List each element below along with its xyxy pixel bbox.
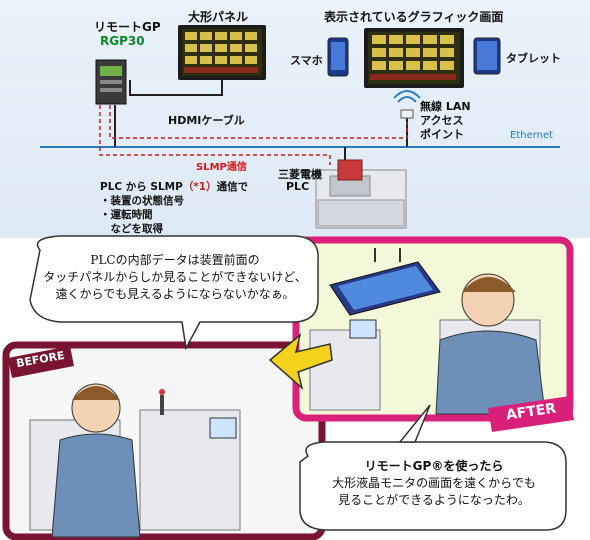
after-bubble-tail: [398, 404, 431, 443]
plc-info-line1: PLC から SLMP（*1）通信で: [100, 180, 248, 194]
displayed-screen-monitor: [364, 28, 464, 88]
plc-label-2: PLC: [286, 180, 310, 193]
before-bubble-text: PLCの内部データは装置前面の タッチパネルからしか見ることができないけど、 遠…: [40, 252, 310, 303]
after-bubble-line3: 見ることができるようになったわ。: [338, 493, 530, 507]
plc-info-item3: などを取得: [100, 223, 163, 235]
plc-info-item2: ・運転時間: [100, 209, 153, 221]
before-after-arrow: [268, 332, 333, 391]
wlan-access-point: [393, 90, 421, 119]
big-panel-monitor: [178, 25, 266, 80]
smartphone-label: スマホ: [290, 54, 323, 67]
hdmi-cable: [129, 75, 223, 96]
after-bubble-line1: リモートGP®を使ったら: [364, 459, 504, 473]
slmp-path: [99, 105, 331, 165]
plc-info-item1: ・装置の状態信号: [100, 195, 184, 207]
tablet-device: [473, 37, 501, 75]
wlan-label-2: アクセス: [420, 114, 464, 127]
remote-gp-device: [95, 59, 127, 105]
before-person: [51, 383, 141, 538]
plc-cabinet: [315, 159, 407, 229]
wlan-label-3: ポイント: [420, 128, 464, 141]
plc-info-suffix: 通信で: [216, 181, 249, 193]
plc-label-1: 三菱電機: [278, 168, 322, 181]
after-tag: [488, 396, 574, 432]
tablet-label: タブレット: [506, 52, 561, 65]
plc-info-note: （*1）: [182, 181, 217, 193]
wlan-label-1: 無線 LAN: [420, 100, 471, 113]
slmp-label: SLMP通信: [196, 162, 247, 173]
before-bubble: [29, 235, 319, 351]
slmp-path-top: [109, 105, 408, 139]
before-bubble-line2: タッチパネルからしか見ることができないけど、: [43, 270, 307, 284]
ethernet-label: Ethernet: [510, 130, 554, 141]
smartphone-device: [327, 37, 349, 77]
remote-gp-label: リモートGP: [94, 20, 161, 34]
plc-info-prefix: PLC から SLMP: [100, 181, 183, 193]
after-hanging-panel: [329, 248, 441, 316]
hdmi-cable-label: HDMIケーブル: [168, 114, 245, 127]
before-bubble-line3: 遠くからでも見えるようにならないかなぁ。: [55, 287, 295, 301]
before-bubble-line1: PLCの内部データは装置前面の: [90, 253, 260, 267]
after-person: [435, 273, 546, 415]
after-bubble: [299, 441, 567, 531]
after-bubble-line2: 大形液晶モニタの画面を遠くからでも: [332, 476, 536, 490]
remote-gp-model: RGP30: [100, 34, 145, 48]
big-panel-label: 大形パネル: [188, 10, 249, 24]
before-tag: [8, 346, 74, 378]
after-bubble-text: リモートGP®を使ったら 大形液晶モニタの画面を遠くからでも 見ることができるよ…: [306, 458, 562, 509]
displayed-screen-label: 表示されているグラフィック画面: [324, 10, 504, 24]
